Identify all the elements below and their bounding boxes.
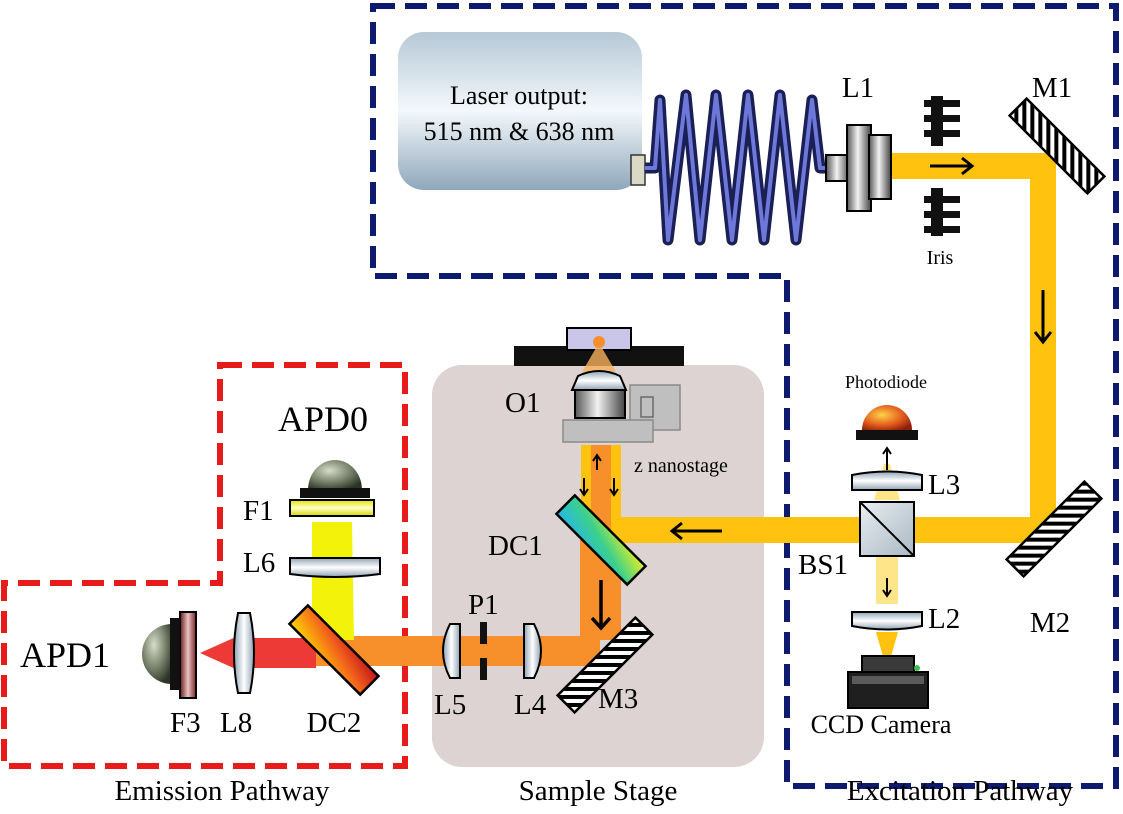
l8-label: L8 [220,707,252,739]
dc2-dichroic [287,603,381,697]
l4-label: L4 [514,689,547,721]
m3-label: M3 [598,683,638,715]
optical-fiber-highlight [645,93,830,242]
l1-collimator [825,124,892,212]
laser-source [398,32,642,190]
excitation-beam [600,153,1056,660]
dc1-label: DC1 [488,530,543,562]
l2-lens [851,611,923,631]
l5-lens [442,623,461,679]
o1-label: O1 [505,387,540,419]
emission-pathway-border [1,362,408,769]
bs1-beamsplitter [859,501,915,557]
bs1-label: BS1 [798,549,848,581]
m1-mirror [1007,96,1107,196]
m2-label: M2 [1030,607,1070,639]
f3-label: F3 [170,707,201,739]
sample-arrow-down [590,580,612,631]
apd0-label: APD0 [278,399,368,439]
sample-stage-title: Sample Stage [519,775,678,807]
sample-holder [514,327,684,372]
laser-label-line1: Laser output: [450,81,588,110]
l8-lens [233,612,255,694]
o1-objective [570,370,628,419]
sample-arrows [579,453,619,497]
excitation-arrow-right [930,156,975,176]
excitation-arrow-left [669,521,722,541]
apd0-detector [300,460,370,498]
l6-lens [289,557,381,578]
emission-pathway-title: Emission Pathway [114,775,330,807]
dc2-label: DC2 [307,707,362,739]
m1-label: M1 [1032,72,1072,104]
f1-filter [289,499,375,517]
f3-filter [179,611,197,699]
apd1-detector [142,618,180,690]
m2-mirror [1004,479,1104,579]
p1-pinhole [480,622,487,680]
f1-label: F1 [243,495,274,527]
photodiode-arrow [882,446,892,470]
dc1-dichroic [554,493,648,587]
laser-label-line2: 515 nm & 638 nm [424,117,615,146]
excitation-pathway-title: Excitation Pathway [847,775,1074,807]
excitation-pathway-border [370,3,1119,789]
z-nanostage [562,384,681,443]
iris-label: Iris [927,247,954,269]
z-nanostage-label: z nanostage [634,455,728,477]
ccd-label: CCD Camera [811,710,952,739]
l1-label: L1 [842,72,874,104]
l3-lens [851,470,923,491]
l5-label: L5 [434,689,466,721]
p1-label: P1 [468,589,499,621]
apd1-label: APD1 [20,635,110,675]
l6-label: L6 [243,547,275,579]
photodiode [856,405,918,440]
optical-fiber [645,89,830,246]
l2-label: L2 [928,603,960,635]
l3-label: L3 [928,469,960,501]
l4-lens [523,623,542,679]
ccd-camera [847,655,929,709]
ccd-arrow [882,578,892,598]
excitation-arrow-down [1033,290,1053,345]
m3-mirror [555,615,655,715]
fiber-connector [630,154,646,186]
iris [924,96,960,236]
photodiode-label: Photodiode [845,372,927,392]
